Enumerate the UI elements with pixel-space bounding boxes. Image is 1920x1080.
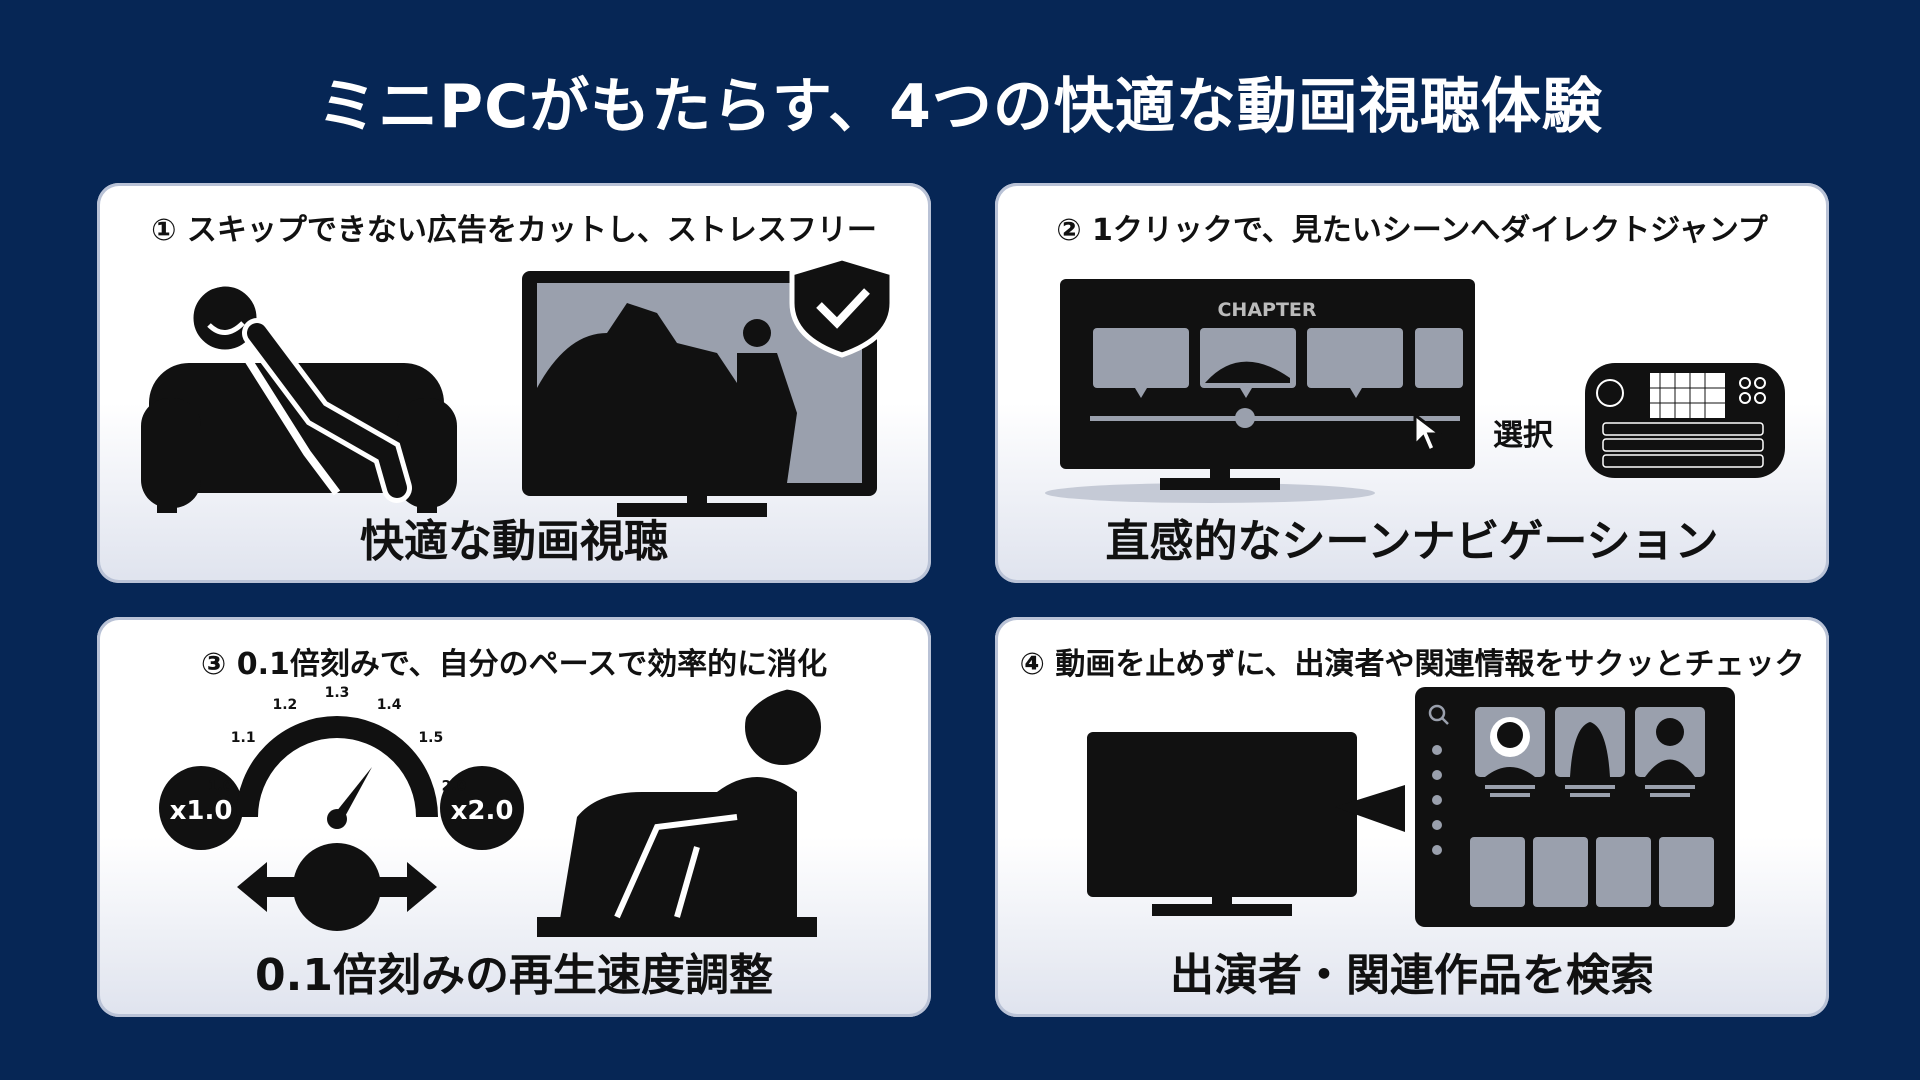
select-label: 選択 (1493, 418, 1554, 453)
card3-illustration: x1.0 x2.0 1.0 1.1 1.2 1.3 1.4 1.5 2.0 (159, 684, 835, 937)
cursor-icon (1413, 411, 1445, 454)
speed-badge-min: x1.0 (159, 766, 243, 850)
card2-illustration: CHAPTER 選択 (1045, 279, 1785, 503)
cast-avatar-2 (1555, 707, 1625, 797)
feature-card-cast-search: ④ 動画を止めずに、出演者や関連情報をサクッとチェック (995, 617, 1829, 1017)
card-subtitle: ② 1クリックで、見たいシーンへダイレクトジャンプ (1056, 213, 1768, 248)
page-title: ミニPCがもたらす、4つの快適な動画視聴体験 (317, 72, 1603, 142)
gauge-tick-label: 2.0 (442, 778, 467, 794)
feature-card-speed-control: ③ 0.1倍刻みで、自分のペースで効率的に消化 x1.0 x2.0 1.0 1.1… (97, 617, 931, 1017)
card-subtitle: ④ 動画を止めずに、出演者や関連情報をサクッとチェック (1019, 647, 1805, 682)
card-caption: 快適な動画視聴 (360, 516, 668, 567)
gauge-tick-label: 1.0 (208, 778, 233, 794)
card-caption: 出演者・関連作品を検索 (1170, 950, 1654, 1001)
feature-card-scene-jump: ② 1クリックで、見たいシーンへダイレクトジャンプ CHAPTER 選択 (995, 183, 1829, 583)
chapter-label: CHAPTER (1217, 299, 1316, 321)
speed-min-label: x1.0 (170, 796, 233, 826)
relaxing-person-icon (537, 684, 835, 937)
slider-knob-icon (237, 843, 437, 931)
gauge-tick-label: 1.3 (325, 685, 350, 701)
gauge-tick-label: 1.5 (418, 730, 443, 746)
card1-illustration (141, 255, 895, 517)
cast-avatar-3 (1635, 707, 1705, 797)
card-caption: 直感的なシーンナビゲーション (1105, 516, 1719, 567)
gauge-tick-label: 1.4 (377, 697, 402, 713)
feature-card-ad-skip: ① スキップできない広告をカットし、ストレスフリー (97, 183, 931, 583)
card-subtitle: ③ 0.1倍刻みで、自分のペースで効率的に消化 (200, 647, 828, 682)
cast-panel (1415, 687, 1735, 927)
gauge-tick-label: 1.2 (272, 697, 297, 713)
speed-max-label: x2.0 (451, 796, 514, 826)
card-caption: 0.1倍刻みの再生速度調整 (255, 950, 773, 1001)
gauge-tick-label: 1.1 (231, 730, 256, 746)
sofa-person-icon (141, 279, 457, 513)
speed-badge-max: x2.0 (440, 766, 524, 850)
search-icon (1428, 704, 1449, 725)
tv-chapter-icon: CHAPTER (1060, 279, 1475, 490)
tv-icon (1087, 732, 1357, 916)
card4-illustration (1087, 687, 1735, 927)
speed-gauge-icon: 1.0 1.1 1.2 1.3 1.4 1.5 2.0 (208, 685, 467, 829)
cast-avatar-1 (1475, 707, 1545, 797)
mini-keyboard-remote-icon (1585, 363, 1785, 478)
card-subtitle: ① スキップできない広告をカットし、ストレスフリー (151, 213, 877, 248)
shield-check-icon (789, 255, 895, 358)
